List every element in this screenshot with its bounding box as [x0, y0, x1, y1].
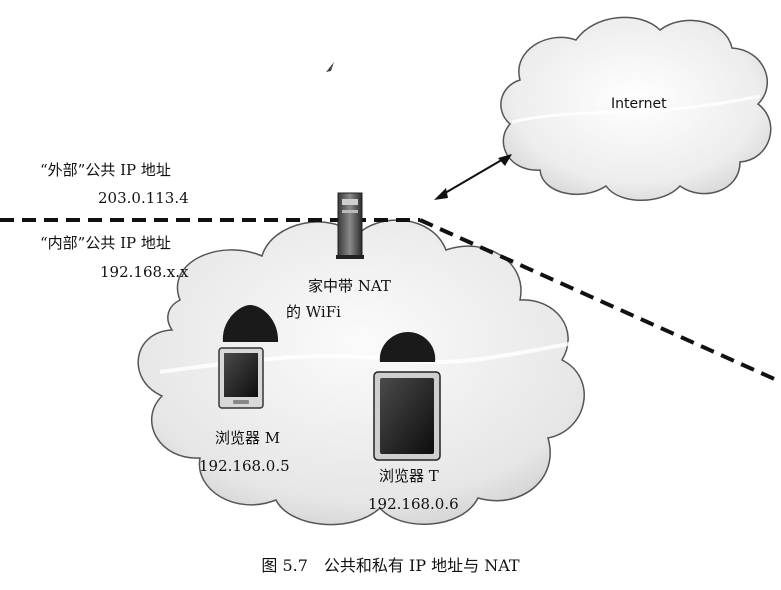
figure-caption: 图 5.7 公共和私有 IP 地址与 NAT: [261, 556, 520, 575]
browser-m-name: 浏览器 M: [215, 429, 281, 447]
external-ip-title: “外部”公共 IP 地址: [40, 161, 171, 179]
browser-m-ip: 192.168.0.5: [199, 457, 290, 475]
stray-mark: [326, 62, 334, 72]
browser-t-name: 浏览器 T: [379, 467, 439, 485]
person-m-icon: [222, 305, 279, 342]
external-ip-value: 203.0.113.4: [98, 189, 189, 207]
arrow-head-start: [434, 188, 448, 200]
internet-cloud-highlight: [511, 94, 761, 124]
internal-ip-title: “内部”公共 IP 地址: [40, 234, 171, 252]
internet-label: Internet: [611, 96, 667, 112]
router-label-line2: 的 WiFi: [286, 303, 341, 321]
browser-t-ip: 192.168.0.6: [368, 495, 459, 513]
internet-cloud: [500, 16, 772, 201]
connection-arrow: [439, 157, 506, 197]
device-t-icon: [373, 371, 441, 461]
arrow-head-end: [498, 154, 512, 166]
home-network-cloud: [137, 219, 585, 526]
device-m-icon: [218, 347, 264, 409]
router-label-line1: 家中带 NAT: [308, 277, 391, 295]
person-t-icon: [379, 332, 436, 362]
router-icon: [336, 192, 364, 259]
internal-ip-value: 192.168.x.x: [100, 263, 189, 281]
